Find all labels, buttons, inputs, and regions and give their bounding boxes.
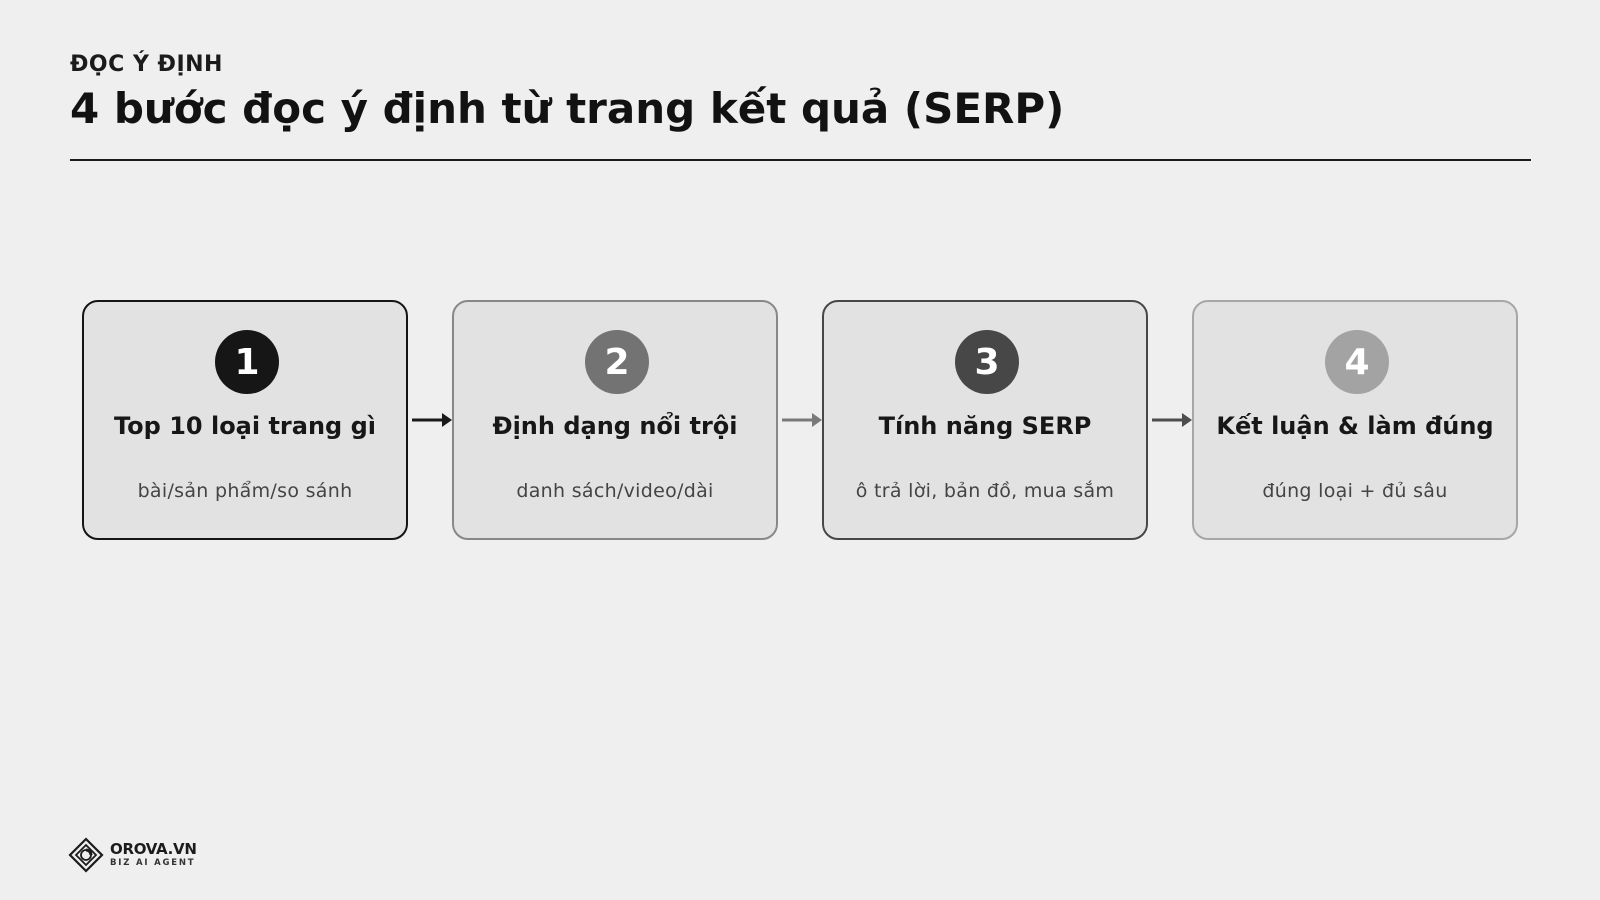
step-card-4: 4 Kết luận & làm đúng đúng loại + đủ sâu	[1192, 300, 1518, 540]
title-divider	[70, 159, 1531, 161]
step-title: Tính năng SERP	[878, 412, 1092, 440]
step-title: Kết luận & làm đúng	[1216, 412, 1494, 440]
step-number-badge: 2	[585, 330, 649, 394]
step-subtitle: ô trả lời, bản đồ, mua sắm	[855, 480, 1115, 502]
brand-tagline: BIZ AI AGENT	[110, 858, 196, 869]
step-number-badge: 4	[1325, 330, 1389, 394]
eyebrow-label: ĐỌC Ý ĐỊNH	[70, 52, 223, 77]
step-subtitle: bài/sản phẩm/so sánh	[137, 480, 353, 502]
step-card-3: 3 Tính năng SERP ô trả lời, bản đồ, mua …	[822, 300, 1148, 540]
arrow-right-icon	[1152, 413, 1192, 427]
step-card-1: 1 Top 10 loại trang gì bài/sản phẩm/so s…	[82, 300, 408, 540]
step-number-badge: 1	[215, 330, 279, 394]
orova-logo-icon	[68, 837, 104, 873]
page-title: 4 bước đọc ý định từ trang kết quả (SERP…	[70, 84, 1065, 133]
step-subtitle: đúng loại + đủ sâu	[1262, 480, 1448, 502]
arrow-right-icon	[412, 413, 452, 427]
step-number-badge: 3	[955, 330, 1019, 394]
step-title: Top 10 loại trang gì	[114, 412, 376, 440]
brand-name: OROVA.VN	[110, 840, 197, 859]
step-subtitle: danh sách/video/dài	[516, 480, 714, 502]
step-title: Định dạng nổi trội	[492, 412, 738, 440]
brand-logo: OROVA.VN BIZ AI AGENT	[68, 837, 197, 873]
arrow-right-icon	[782, 413, 822, 427]
step-card-2: 2 Định dạng nổi trội danh sách/video/dài	[452, 300, 778, 540]
